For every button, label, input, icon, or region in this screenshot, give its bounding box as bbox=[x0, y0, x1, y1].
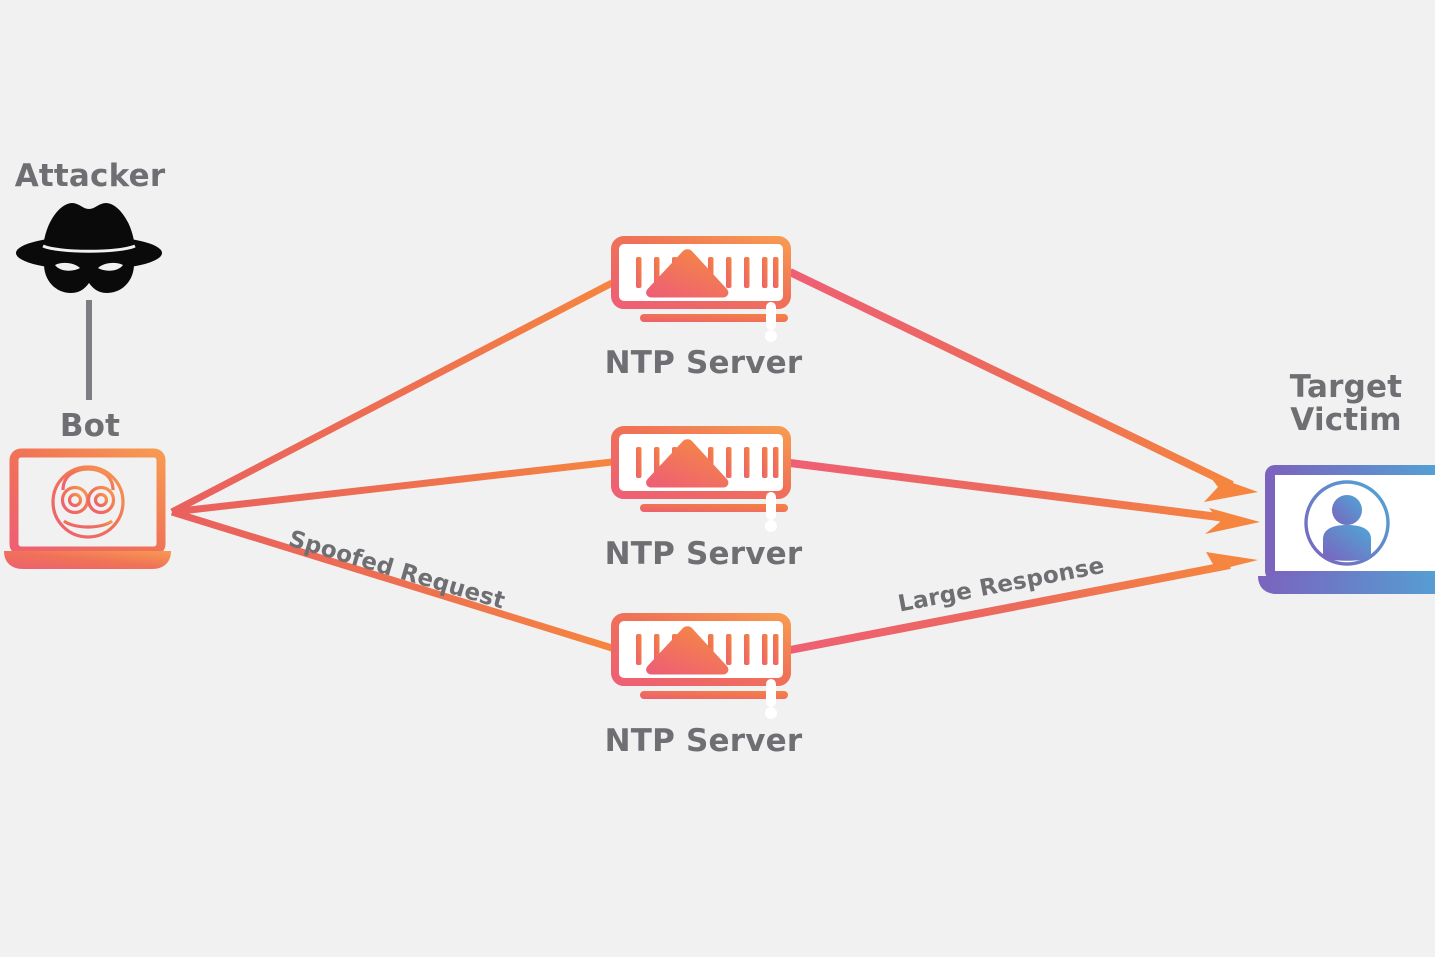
edge-spoofed-request-2 bbox=[171, 458, 613, 516]
edge-large-response-2 bbox=[789, 459, 1235, 523]
target-victim-label-line2: Victim bbox=[1290, 402, 1402, 439]
edge-large-response-1 bbox=[788, 268, 1234, 489]
target-victim-label-line1: Target bbox=[1289, 369, 1403, 405]
arrowhead-2 bbox=[1205, 508, 1260, 534]
bot-label: Bot bbox=[59, 408, 121, 444]
ntp-server-label-1: NTP Server bbox=[604, 345, 803, 381]
arrowhead-3 bbox=[1198, 552, 1258, 575]
laptop-robot-face-icon bbox=[4, 448, 171, 569]
warning-triangle-icon-2 bbox=[646, 439, 777, 532]
target-victim-label: Target Victim bbox=[1256, 369, 1435, 439]
edge-group-spoofed-request bbox=[170, 279, 614, 652]
incognito-hat-mask-icon bbox=[16, 203, 162, 293]
attacker-label: Attacker bbox=[14, 158, 166, 194]
ntp-server-label-2: NTP Server bbox=[604, 536, 803, 572]
edge-group-large-response bbox=[788, 268, 1260, 654]
laptop-user-avatar-icon bbox=[1258, 465, 1435, 594]
arrowhead-1 bbox=[1204, 474, 1258, 502]
warning-triangle-icon-1 bbox=[646, 249, 777, 342]
ntp-server-icon-3 bbox=[611, 613, 791, 719]
edge-large-response-3 bbox=[789, 561, 1231, 654]
ntp-server-label-3: NTP Server bbox=[604, 723, 803, 759]
ntp-server-icon-2 bbox=[611, 426, 791, 532]
ntp-server-icon-1 bbox=[611, 236, 791, 342]
edge-spoofed-request-3 bbox=[170, 508, 614, 652]
edge-spoofed-request-1 bbox=[170, 279, 614, 516]
warning-triangle-icon-3 bbox=[646, 626, 777, 719]
